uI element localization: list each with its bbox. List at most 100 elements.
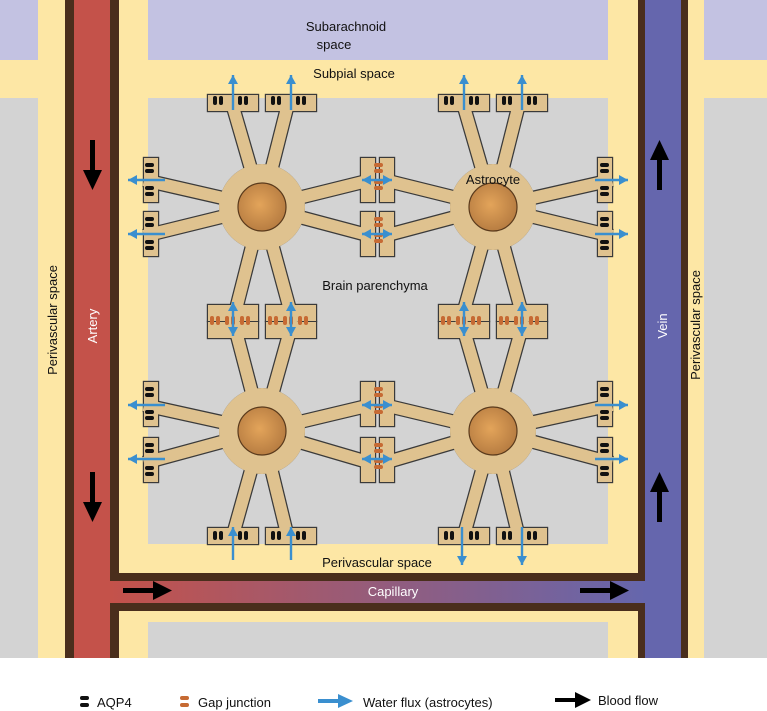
legend-item-aqp4: AQP4 [80,695,132,710]
gap-junction [471,316,481,325]
water-flux-arrow [459,302,469,336]
water-flux-arrow [128,400,165,410]
gap-junction [529,316,539,325]
blood-flow-arrow [83,472,102,522]
aqp4-channel [502,531,512,540]
aqp4-channel [213,531,223,540]
aqp4-icon [80,696,89,707]
region-labels: Subarachnoid space Subpial space Astrocy… [45,19,703,599]
gap-junction [441,316,451,325]
aqp4-channel [600,410,609,420]
water-flux-arrow [362,400,392,410]
legend-label: Gap junction [198,695,271,710]
gap-junction [268,316,278,325]
water-flux-arrow [128,229,165,239]
aqp4-channel [600,186,609,196]
water-flux-arrow [595,454,628,464]
subarachnoid-label: Subarachnoid [306,19,386,34]
vein [645,0,681,658]
legend-label: Water flux (astrocytes) [363,695,493,710]
aqp4-channel [145,443,154,453]
artery-capillary-junction [74,581,110,611]
astrocyte-nucleus [468,406,518,456]
parenchyma-label: Brain parenchyma [322,278,428,293]
channel-markers [128,75,628,565]
blood-flow-arrow [650,472,669,522]
aqp4-channel [271,531,281,540]
aqp4-channel [444,96,454,105]
astrocyte-nucleus [468,182,518,232]
capillary [110,581,645,603]
water-flux-arrow [286,75,296,110]
subarachnoid-label-line2: space [317,37,352,52]
blood-flow-arrow [580,581,629,600]
water-flux-arrow [228,527,238,560]
astrocyte-nucleus [237,182,287,232]
water-flux-arrow [595,229,628,239]
legend-item-blood-flow: Blood flow [555,692,659,708]
gap-junction [298,316,308,325]
aqp4-channel [444,531,454,540]
water-flux-arrow [286,302,296,336]
gap-junction [240,316,250,325]
parenchyma-right-edge [704,98,767,658]
water-flux-arrow [228,302,238,336]
black-arrow-icon [555,692,591,708]
water-flux-arrow [362,175,392,185]
water-flux-arrow [517,527,527,565]
water-flux-arrow [286,527,296,560]
astrocyte-label: Astrocyte [466,172,520,187]
capillary-label: Capillary [368,584,419,599]
perivascular-bottom-label: Perivascular space [322,555,432,570]
gap-junction [374,217,383,227]
aqp4-channel [145,387,154,397]
blood-flow-arrow [83,140,102,190]
water-flux-arrow [517,75,527,110]
water-flux-arrow [128,175,165,185]
aqp4-channel [145,217,154,227]
aqp4-channel [600,217,609,227]
parenchyma-left-edge [0,98,38,658]
water-flux-arrow [362,229,392,239]
aqp4-channel [600,387,609,397]
legend-label: Blood flow [598,693,659,708]
legend: AQP4 Gap junction Water flux (astrocytes… [80,692,659,710]
blue-arrow-icon [318,694,353,708]
gap-junction [499,316,509,325]
blood-flow-arrows [83,140,669,600]
water-flux-arrow [595,400,628,410]
blood-flow-arrow [123,581,172,600]
blood-flow-arrow [650,140,669,190]
gap-junction [374,387,383,397]
gap-junction-icon [180,696,189,707]
aqp4-channel [145,186,154,196]
aqp4-channel [145,410,154,420]
aqp4-channel [600,466,609,476]
perivascular-right-label: Perivascular space [688,270,703,380]
subpial-label: Subpial space [313,66,395,81]
aqp4-channel [527,96,537,105]
artery [74,0,110,658]
water-flux-arrow [595,175,628,185]
water-flux-arrow [457,527,467,565]
subarachnoid-space-right [704,0,767,60]
astrocytes [142,93,614,546]
blood-vessels [65,0,688,658]
aqp4-channel [271,96,281,105]
vein-capillary-junction [645,573,681,658]
gap-junction [374,163,383,173]
aqp4-channel [600,240,609,250]
water-flux-arrow [362,454,392,464]
aqp4-channel [145,466,154,476]
perivascular-left-label: Perivascular space [45,265,60,375]
gap-junction [374,443,383,453]
water-flux-arrow [517,302,527,336]
aqp4-channel [469,531,479,540]
aqp4-channel [296,531,306,540]
aqp4-channel [296,96,306,105]
water-flux-arrow [228,75,238,110]
vein-label: Vein [655,313,670,338]
aqp4-channel [600,443,609,453]
legend-item-water-flux: Water flux (astrocytes) [318,694,493,710]
